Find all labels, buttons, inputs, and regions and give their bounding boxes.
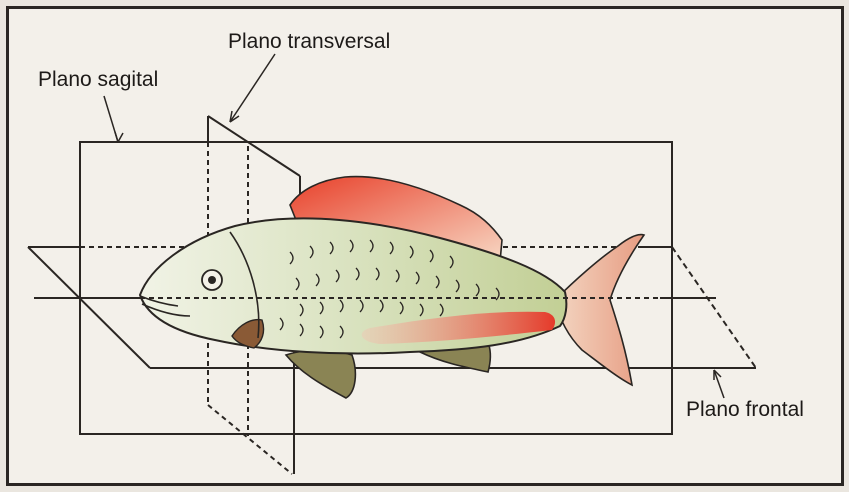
label-plano-sagital: Plano sagital bbox=[38, 68, 158, 92]
pelvic-fin bbox=[286, 350, 355, 398]
label-plano-transversal: Plano transversal bbox=[228, 30, 390, 54]
fish bbox=[140, 177, 644, 398]
caudal-fin bbox=[555, 235, 644, 385]
label-plano-frontal: Plano frontal bbox=[686, 398, 804, 422]
